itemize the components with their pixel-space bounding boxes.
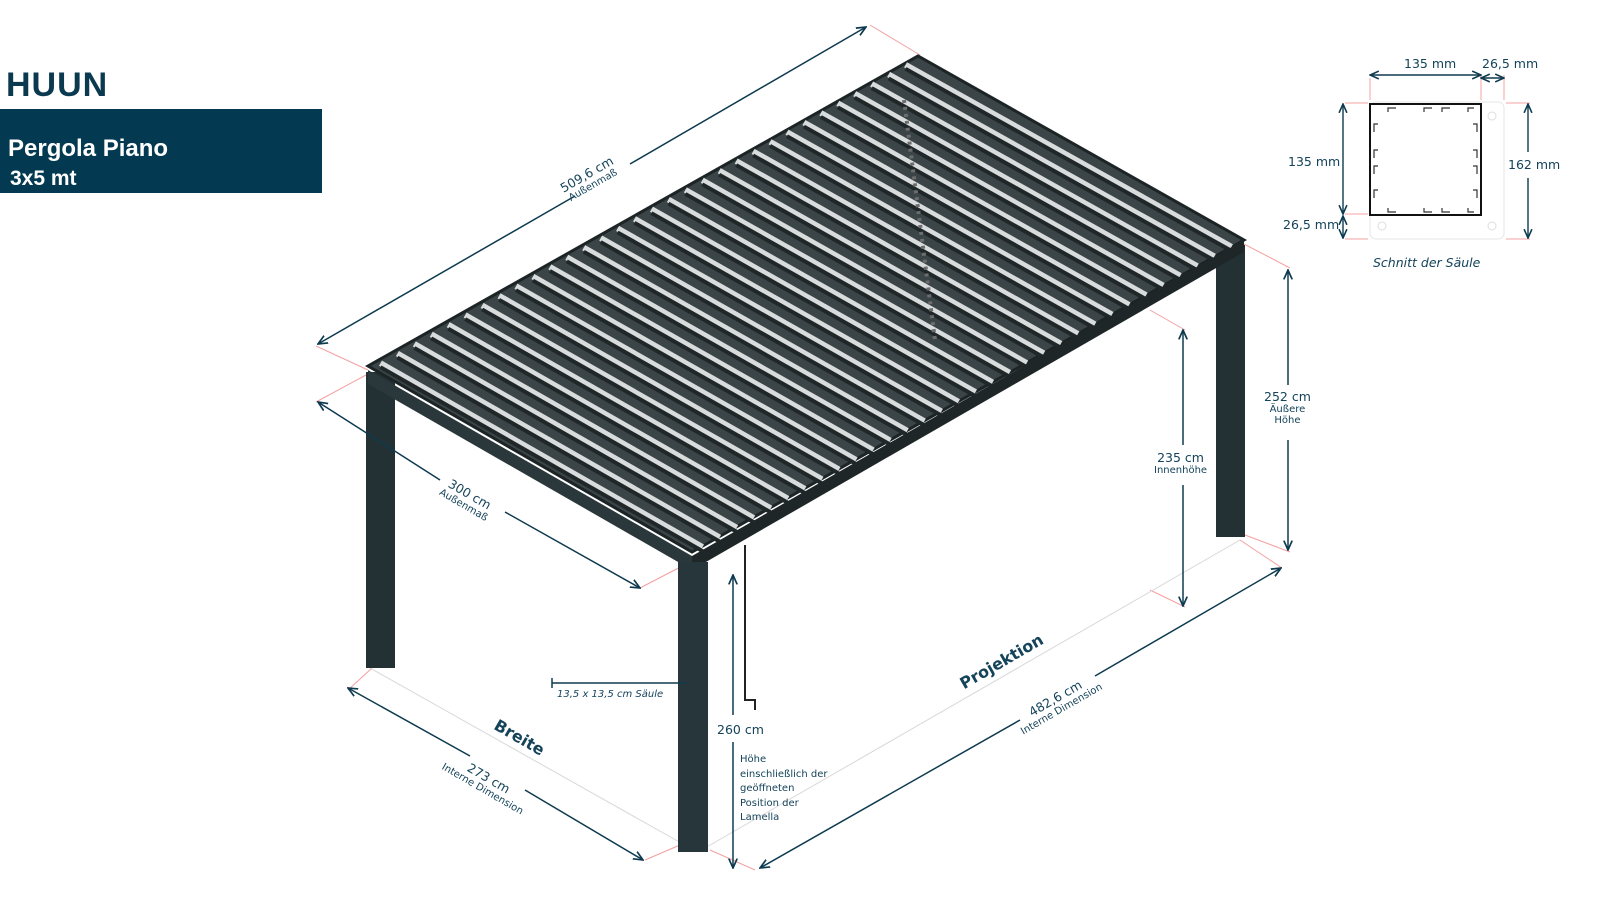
louver-slat-shadow bbox=[752, 153, 1079, 340]
height-open-value: 260 cm bbox=[717, 722, 764, 737]
column-section-drawing bbox=[1343, 75, 1530, 240]
section-title: Schnitt der Säule bbox=[1373, 255, 1481, 270]
louver-slat bbox=[378, 360, 705, 550]
louver-slat bbox=[480, 302, 807, 492]
outer-height-note2: Höhe bbox=[1274, 415, 1301, 426]
product-name: Pergola Piano bbox=[8, 135, 169, 162]
louver-slat-shadow bbox=[836, 105, 1165, 292]
guide-lines bbox=[315, 24, 1291, 871]
louver-slat bbox=[446, 322, 773, 512]
louver-slat bbox=[734, 158, 1063, 347]
louver-slat-shadow bbox=[684, 192, 1011, 379]
louver-slat-shadow bbox=[599, 240, 926, 427]
product-size: 3x5 mt bbox=[10, 167, 77, 190]
louver-slat bbox=[683, 187, 1012, 376]
louver-slat bbox=[582, 245, 909, 434]
pergola-frame bbox=[364, 54, 1248, 852]
louver-slat-shadow bbox=[718, 172, 1045, 360]
louver-slat bbox=[633, 216, 960, 405]
louver-slat-shadow bbox=[650, 211, 977, 398]
louver-slat bbox=[819, 110, 1148, 298]
louver-slat-shadow bbox=[413, 346, 738, 534]
section-left-plate: 26,5 mm bbox=[1283, 217, 1340, 232]
louver-slat bbox=[412, 341, 739, 531]
louver-slat-shadow bbox=[430, 336, 755, 524]
louver-slat bbox=[429, 331, 756, 521]
louver-slat-shadow bbox=[464, 317, 789, 505]
louver-slat-shadow bbox=[667, 201, 994, 389]
louver-slat bbox=[768, 139, 1097, 327]
louver-slat-shadow bbox=[447, 326, 772, 515]
louver-slat bbox=[785, 129, 1114, 318]
outer-height-label: 252 cm Äußere Höhe bbox=[1264, 389, 1311, 426]
height-open-note: Höhe einschließlich der geöffneten Posit… bbox=[740, 753, 828, 826]
outer-height-note1: Äußere bbox=[1269, 404, 1306, 415]
louver-slat-shadow bbox=[396, 355, 721, 544]
product-banner: Pergola Piano 3x5 mt bbox=[0, 109, 322, 193]
louver-slat-shadow bbox=[802, 124, 1131, 311]
note-line: einschließlich der bbox=[740, 768, 828, 780]
louver-slat bbox=[649, 206, 978, 395]
louver-slat bbox=[717, 168, 1046, 357]
louver-slat bbox=[904, 62, 1233, 250]
section-top-width: 135 mm bbox=[1404, 56, 1457, 71]
louver-slat-shadow bbox=[769, 144, 1096, 331]
louver-slat-shadow bbox=[565, 259, 892, 447]
floor-lines bbox=[369, 539, 1241, 849]
outer-height-value: 252 cm bbox=[1264, 389, 1311, 404]
louver-slat-shadow bbox=[481, 307, 806, 495]
louver-slat-shadow bbox=[498, 298, 823, 486]
louver-slat bbox=[853, 91, 1182, 279]
note-line: geöffneten bbox=[740, 783, 795, 794]
section-right-total: 162 mm bbox=[1508, 157, 1561, 172]
louver-slat-shadow bbox=[531, 278, 858, 466]
louver-slat-shadow bbox=[616, 230, 943, 418]
dimension-arrows bbox=[318, 27, 1288, 868]
column-label: 13,5 x 13,5 cm Säule bbox=[557, 689, 664, 700]
louver-slat-shadow bbox=[582, 249, 909, 437]
inner-height-label: 235 cm Innenhöhe bbox=[1154, 450, 1207, 476]
louver-slat-shadow bbox=[887, 76, 1216, 263]
louver-slat bbox=[531, 273, 858, 463]
louver-slat-shadow bbox=[701, 182, 1028, 369]
brand-logo: HUUN bbox=[6, 66, 109, 104]
louver-slat-shadow bbox=[548, 269, 875, 457]
section-left-height: 135 mm bbox=[1288, 154, 1341, 169]
louver-slat-shadow bbox=[870, 86, 1199, 272]
louver-slat-shadow bbox=[904, 67, 1233, 253]
louver-slat bbox=[514, 283, 841, 473]
louver-slat-shadow bbox=[819, 115, 1148, 302]
section-top-plate: 26,5 mm bbox=[1482, 56, 1539, 71]
louver-slat-shadow bbox=[633, 221, 960, 408]
louver-slat bbox=[887, 71, 1216, 260]
louver-slat bbox=[565, 254, 892, 444]
louver-slat bbox=[616, 225, 943, 415]
note-line: Lamella bbox=[740, 812, 780, 823]
louver-slat-shadow bbox=[735, 163, 1062, 350]
louver-slat bbox=[700, 177, 1029, 366]
louver-slat-shadow bbox=[379, 365, 704, 553]
louver-slat bbox=[870, 81, 1199, 269]
note-line: Höhe bbox=[740, 754, 767, 765]
louver-slat bbox=[497, 293, 824, 482]
louver-slat-shadow bbox=[514, 288, 841, 476]
note-line: Position der bbox=[740, 797, 799, 809]
louver-slat bbox=[463, 312, 790, 502]
louver-slat bbox=[395, 350, 722, 541]
louver-slat bbox=[548, 264, 875, 453]
louver-slat bbox=[836, 100, 1165, 289]
louver-slat bbox=[666, 196, 995, 386]
inner-height-value: 235 cm bbox=[1157, 450, 1204, 465]
louver-slat bbox=[599, 235, 926, 424]
louver-slat bbox=[802, 119, 1131, 308]
inner-height-note: Innenhöhe bbox=[1154, 465, 1208, 476]
louver-slat bbox=[751, 148, 1080, 337]
louver-slat-shadow bbox=[785, 134, 1114, 321]
